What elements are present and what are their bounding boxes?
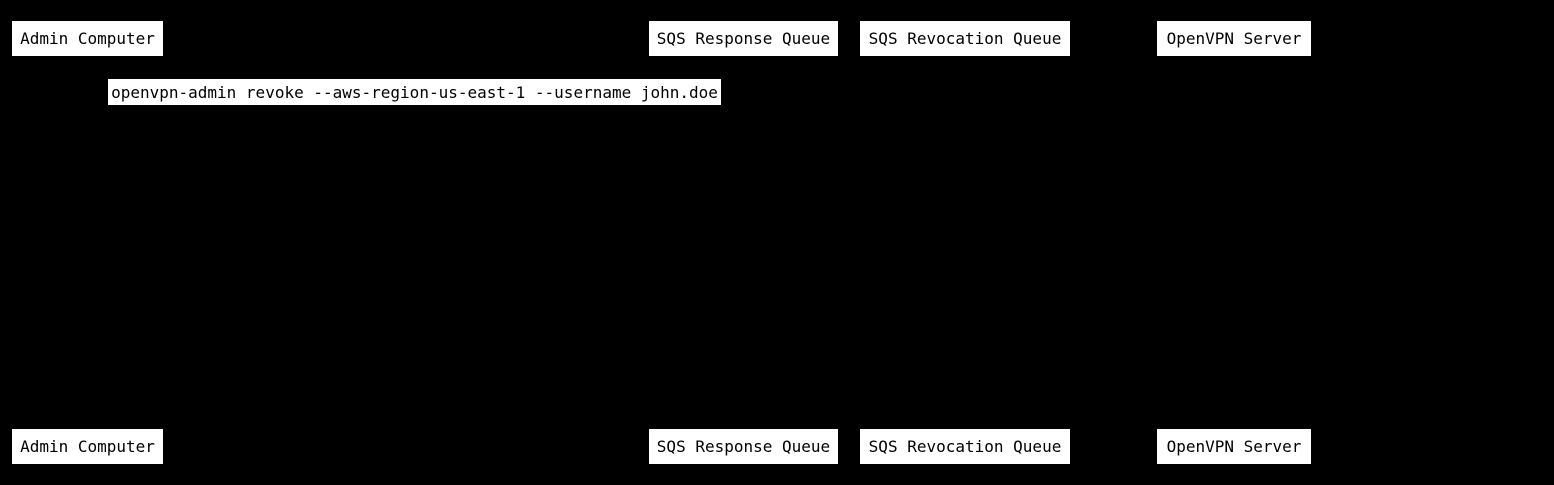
actor-bottom-sqs-revocation-queue: SQS Revocation Queue bbox=[860, 429, 1070, 464]
actor-bottom-openvpn-server: OpenVPN Server bbox=[1157, 429, 1311, 464]
actor-bottom-sqs-response-queue: SQS Response Queue bbox=[649, 429, 838, 464]
actor-top-admin-computer: Admin Computer bbox=[12, 21, 163, 56]
actor-bottom-admin-computer: Admin Computer bbox=[12, 429, 163, 464]
actor-top-openvpn-server: OpenVPN Server bbox=[1157, 21, 1311, 56]
actor-top-sqs-revocation-queue: SQS Revocation Queue bbox=[860, 21, 1070, 56]
actor-top-sqs-response-queue: SQS Response Queue bbox=[649, 21, 838, 56]
message-label-revoke-command: openvpn-admin revoke --aws-region-us-eas… bbox=[108, 79, 721, 105]
